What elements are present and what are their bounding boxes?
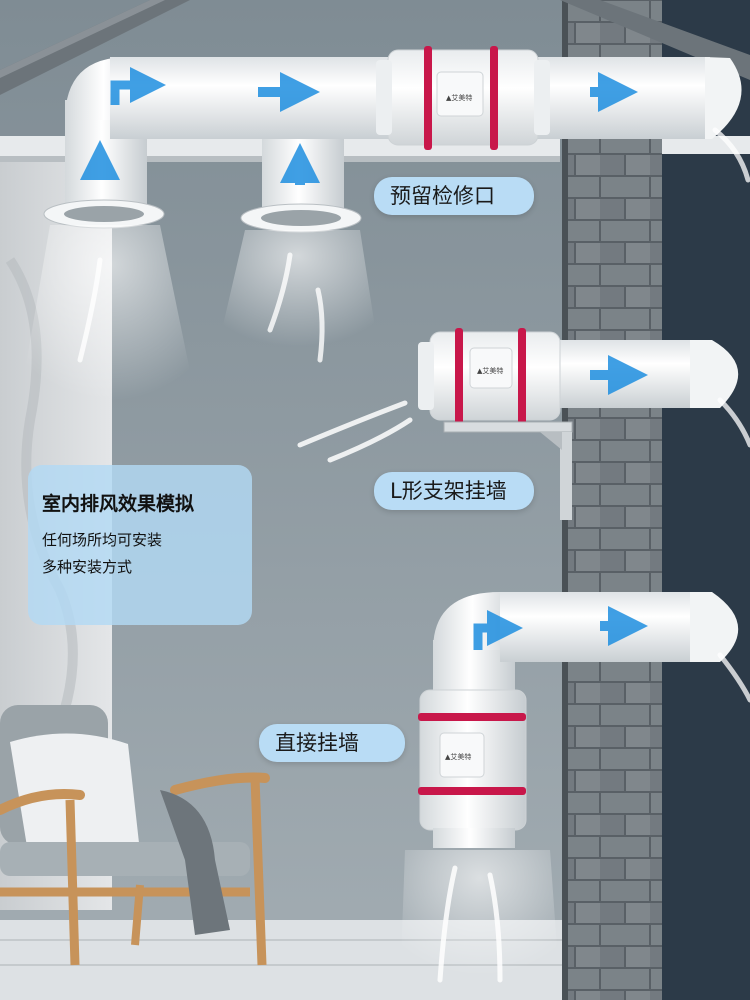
svg-text:▲艾美特: ▲艾美特 — [446, 93, 472, 102]
armchair-illustration — [0, 705, 270, 966]
inline-fan-top: ▲艾美特 — [376, 46, 550, 150]
l-bracket — [443, 421, 573, 433]
info-title: 室内排风效果模拟 — [42, 493, 195, 515]
info-line-2: 多种安装方式 — [42, 558, 133, 576]
label-l-bracket: L形支架挂墙 — [374, 472, 534, 510]
svg-text:▲艾美特: ▲艾美特 — [445, 752, 471, 761]
brick-column — [562, 0, 662, 1000]
middle-duct-system: ▲艾美特 — [297, 328, 739, 520]
top-duct-system: ▲艾美特 — [43, 46, 742, 233]
info-panel: 室内排风效果模拟 任何场所均可安装 多种安装方式 — [28, 465, 252, 625]
inline-fan-middle: ▲艾美特 — [418, 328, 561, 424]
inline-fan-bottom: ▲艾美特 — [418, 689, 527, 848]
label-direct-mount: 直接挂墙 — [259, 724, 405, 762]
label-access-port: 预留检修口 — [374, 177, 534, 215]
svg-text:▲艾美特: ▲艾美特 — [477, 366, 503, 375]
bottom-duct-system: ▲艾美特 — [400, 592, 739, 990]
info-line-1: 任何场所均可安装 — [42, 531, 163, 549]
dark-outer-wall — [660, 0, 750, 1000]
